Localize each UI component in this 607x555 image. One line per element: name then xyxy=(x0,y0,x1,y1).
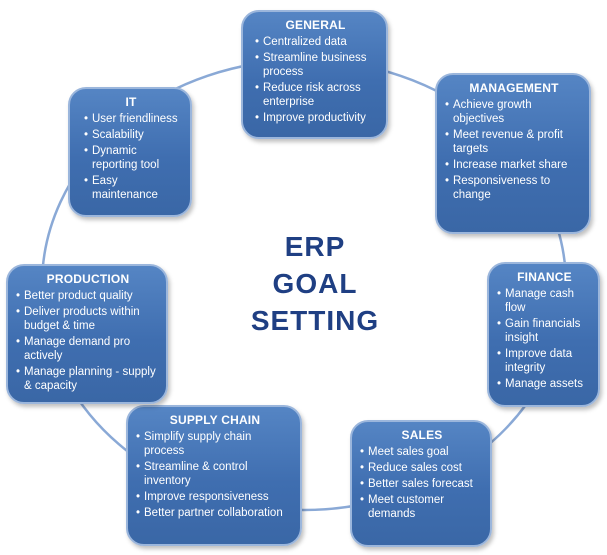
production-item: Manage planning - supply & capacity xyxy=(16,365,160,393)
management-list: Achieve growth objectives Meet revenue &… xyxy=(445,98,583,202)
sales-list: Meet sales goal Reduce sales cost Better… xyxy=(360,445,484,521)
it-item: Dynamic reporting tool xyxy=(84,144,184,172)
management-item: Meet revenue & profit targets xyxy=(445,128,583,156)
center-title: ERP GOAL SETTING xyxy=(225,228,405,339)
finance-list: Manage cash flow Gain financials insight… xyxy=(497,287,592,391)
center-title-line-2: GOAL xyxy=(272,268,358,299)
sales-item: Reduce sales cost xyxy=(360,461,484,475)
it-title: IT xyxy=(125,95,137,109)
supply-chain-list: Simplify supply chain process Streamline… xyxy=(136,430,294,520)
general-item: Streamline business process xyxy=(255,51,380,79)
management-item: Responsiveness to change xyxy=(445,174,583,202)
supply-chain-item: Simplify supply chain process xyxy=(136,430,294,458)
supply-chain-item: Better partner collaboration xyxy=(136,506,294,520)
finance-title: FINANCE xyxy=(517,270,572,284)
it-item: User friendliness xyxy=(84,112,184,126)
center-title-line-3: SETTING xyxy=(250,305,380,336)
production-title: PRODUCTION xyxy=(46,272,130,286)
finance-item: Manage cash flow xyxy=(497,287,592,315)
general-item: Reduce risk across enterprise xyxy=(255,81,380,109)
supply-chain-box: SUPPLY CHAIN Simplify supply chain proce… xyxy=(126,405,302,546)
general-item: Improve productivity xyxy=(255,111,380,125)
management-box: MANAGEMENT Achieve growth objectives Mee… xyxy=(435,73,591,234)
general-box: GENERAL Centralized data Streamline busi… xyxy=(241,10,388,139)
center-title-line-1: ERP xyxy=(284,231,346,262)
supply-chain-item: Improve responsiveness xyxy=(136,490,294,504)
production-list: Better product quality Deliver products … xyxy=(16,289,160,393)
production-box: PRODUCTION Better product quality Delive… xyxy=(6,264,168,404)
it-item: Scalability xyxy=(84,128,184,142)
production-item: Better product quality xyxy=(16,289,160,303)
sales-item: Meet customer demands xyxy=(360,493,484,521)
production-item: Manage demand pro actively xyxy=(16,335,160,363)
finance-item: Gain financials insight xyxy=(497,317,592,345)
production-item: Deliver products within budget & time xyxy=(16,305,160,333)
general-item: Centralized data xyxy=(255,35,380,49)
finance-box: FINANCE Manage cash flow Gain financials… xyxy=(487,262,600,407)
sales-item: Meet sales goal xyxy=(360,445,484,459)
general-list: Centralized data Streamline business pro… xyxy=(251,35,380,125)
management-title: MANAGEMENT xyxy=(469,81,559,95)
management-item: Achieve growth objectives xyxy=(445,98,583,126)
it-item: Easy maintenance xyxy=(84,174,184,202)
sales-item: Better sales forecast xyxy=(360,477,484,491)
sales-title: SALES xyxy=(401,428,443,442)
sales-box: SALES Meet sales goal Reduce sales cost … xyxy=(350,420,492,547)
finance-item: Manage assets xyxy=(497,377,592,391)
general-title: GENERAL xyxy=(285,18,346,32)
it-box: IT User friendliness Scalability Dynamic… xyxy=(68,87,192,217)
supply-chain-title: SUPPLY CHAIN xyxy=(169,413,261,427)
finance-item: Improve data integrity xyxy=(497,347,592,375)
supply-chain-item: Streamline & control inventory xyxy=(136,460,294,488)
it-list: User friendliness Scalability Dynamic re… xyxy=(78,112,184,202)
management-item: Increase market share xyxy=(445,158,583,172)
